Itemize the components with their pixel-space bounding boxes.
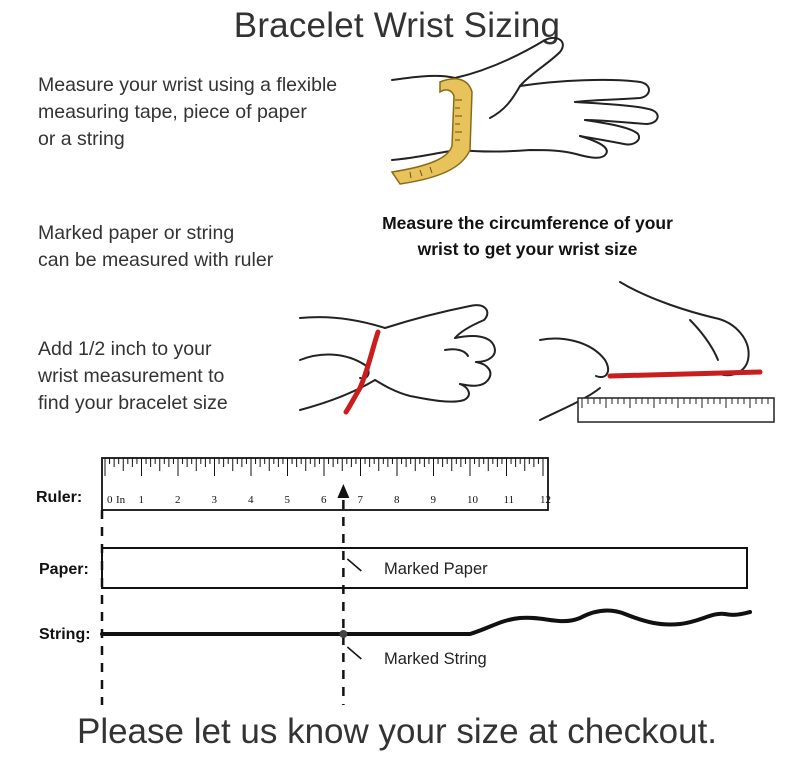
paper-label: Paper: xyxy=(39,561,89,578)
ruler-number: 2 xyxy=(175,494,181,506)
fist-with-string-illustration xyxy=(299,304,496,411)
ruler-number: 7 xyxy=(358,494,364,506)
marked-paper-annotation: Marked Paper xyxy=(384,560,488,578)
ruler-label: Ruler: xyxy=(36,489,83,506)
ruler-number: 1 xyxy=(139,494,145,506)
step-ruler-text: Marked paper or string can be measured w… xyxy=(38,222,274,271)
ruler-number: 6 xyxy=(321,494,327,506)
ruler-number: 8 xyxy=(394,494,400,506)
marker-arrowhead xyxy=(337,484,350,498)
string-label: String: xyxy=(39,626,91,643)
measuring-tape-icon xyxy=(390,78,473,185)
red-string-on-ruler xyxy=(607,369,763,379)
ruler-number: 9 xyxy=(431,494,437,506)
string-annotation-leader xyxy=(346,646,362,660)
ruler-number: 4 xyxy=(248,494,254,506)
paper-annotation-leader xyxy=(346,558,362,572)
ruler-number: 3 xyxy=(212,494,218,506)
small-ruler-icon xyxy=(577,397,775,423)
page-title: Bracelet Wrist Sizing xyxy=(233,6,561,45)
step-add-half-inch-text: Add 1/2 inch to your wrist measurement t… xyxy=(38,338,228,414)
paper-strip xyxy=(101,547,748,589)
string-line xyxy=(100,608,752,636)
red-string-wrist xyxy=(343,329,381,415)
ruler-unit-label: In xyxy=(116,494,126,506)
ruler-number: 10 xyxy=(467,494,479,506)
ruler-number: 11 xyxy=(504,494,515,506)
hand-with-tape-illustration xyxy=(391,36,659,161)
string-marker-dot xyxy=(339,630,348,638)
ruler-number: 5 xyxy=(285,494,291,506)
ruler-number: 12 xyxy=(540,494,551,506)
circumference-heading: Measure the circumference of your wrist … xyxy=(382,213,673,259)
ruler-number: 0 xyxy=(107,494,113,506)
step-measure-text: Measure your wrist using a flexible meas… xyxy=(38,74,338,150)
marked-string-annotation: Marked String xyxy=(384,650,487,668)
footer-message: Please let us know your size at checkout… xyxy=(76,712,718,751)
